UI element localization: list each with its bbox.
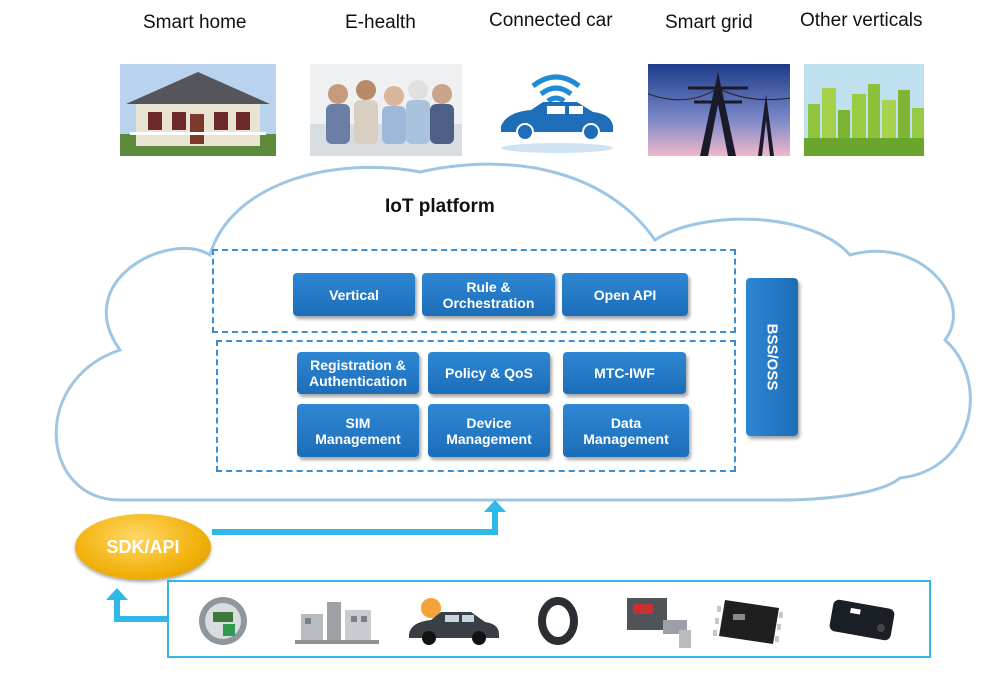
pressure-sensor-icon bbox=[623, 594, 695, 657]
factory-icon bbox=[295, 594, 379, 653]
arrow-devices-to-sdk bbox=[114, 596, 167, 622]
chip-icon bbox=[713, 594, 785, 655]
registration-authentication-box: Registration & Authentication bbox=[297, 352, 419, 394]
power-tower-photo bbox=[648, 64, 790, 156]
usb-modem-icon bbox=[825, 594, 901, 653]
arrow-head-up bbox=[484, 500, 506, 512]
device-management-box: Device Management bbox=[428, 404, 550, 457]
sdk-api-ellipse: SDK/API bbox=[75, 514, 211, 580]
bss-oss-box: BSS/OSS bbox=[746, 278, 798, 436]
house-photo bbox=[120, 64, 276, 156]
car-icon bbox=[405, 594, 501, 653]
vertical-label-e-health: E-health bbox=[345, 12, 416, 33]
connected-car-icon bbox=[485, 64, 627, 156]
sim-management-box: SIM Management bbox=[297, 404, 419, 457]
smart-meter-icon bbox=[193, 594, 253, 653]
vertical-box: Vertical bbox=[293, 273, 415, 316]
vertical-label-connected-car: Connected car bbox=[489, 10, 613, 31]
service-layer-frame bbox=[216, 340, 736, 472]
application-layer-frame bbox=[212, 249, 736, 333]
arrow-sdk-to-platform bbox=[212, 508, 498, 535]
rule-orchestration-box: Rule & Orchestration bbox=[422, 273, 555, 316]
vertical-label-smart-grid: Smart grid bbox=[665, 12, 753, 33]
vertical-label-other: Other verticals bbox=[800, 10, 923, 31]
open-api-box: Open API bbox=[562, 273, 688, 316]
devices-strip bbox=[167, 580, 931, 658]
policy-qos-box: Policy & QoS bbox=[428, 352, 550, 394]
bss-oss-label: BSS/OSS bbox=[763, 323, 781, 391]
family-photo bbox=[310, 64, 462, 156]
green-city-photo bbox=[804, 64, 924, 156]
wristband-icon bbox=[533, 594, 583, 653]
arrow-head-up-left bbox=[106, 588, 128, 600]
data-management-box: Data Management bbox=[563, 404, 689, 457]
vertical-label-smart-home: Smart home bbox=[143, 12, 247, 33]
platform-title: IoT platform bbox=[385, 196, 495, 217]
mtc-iwf-box: MTC-IWF bbox=[563, 352, 686, 394]
